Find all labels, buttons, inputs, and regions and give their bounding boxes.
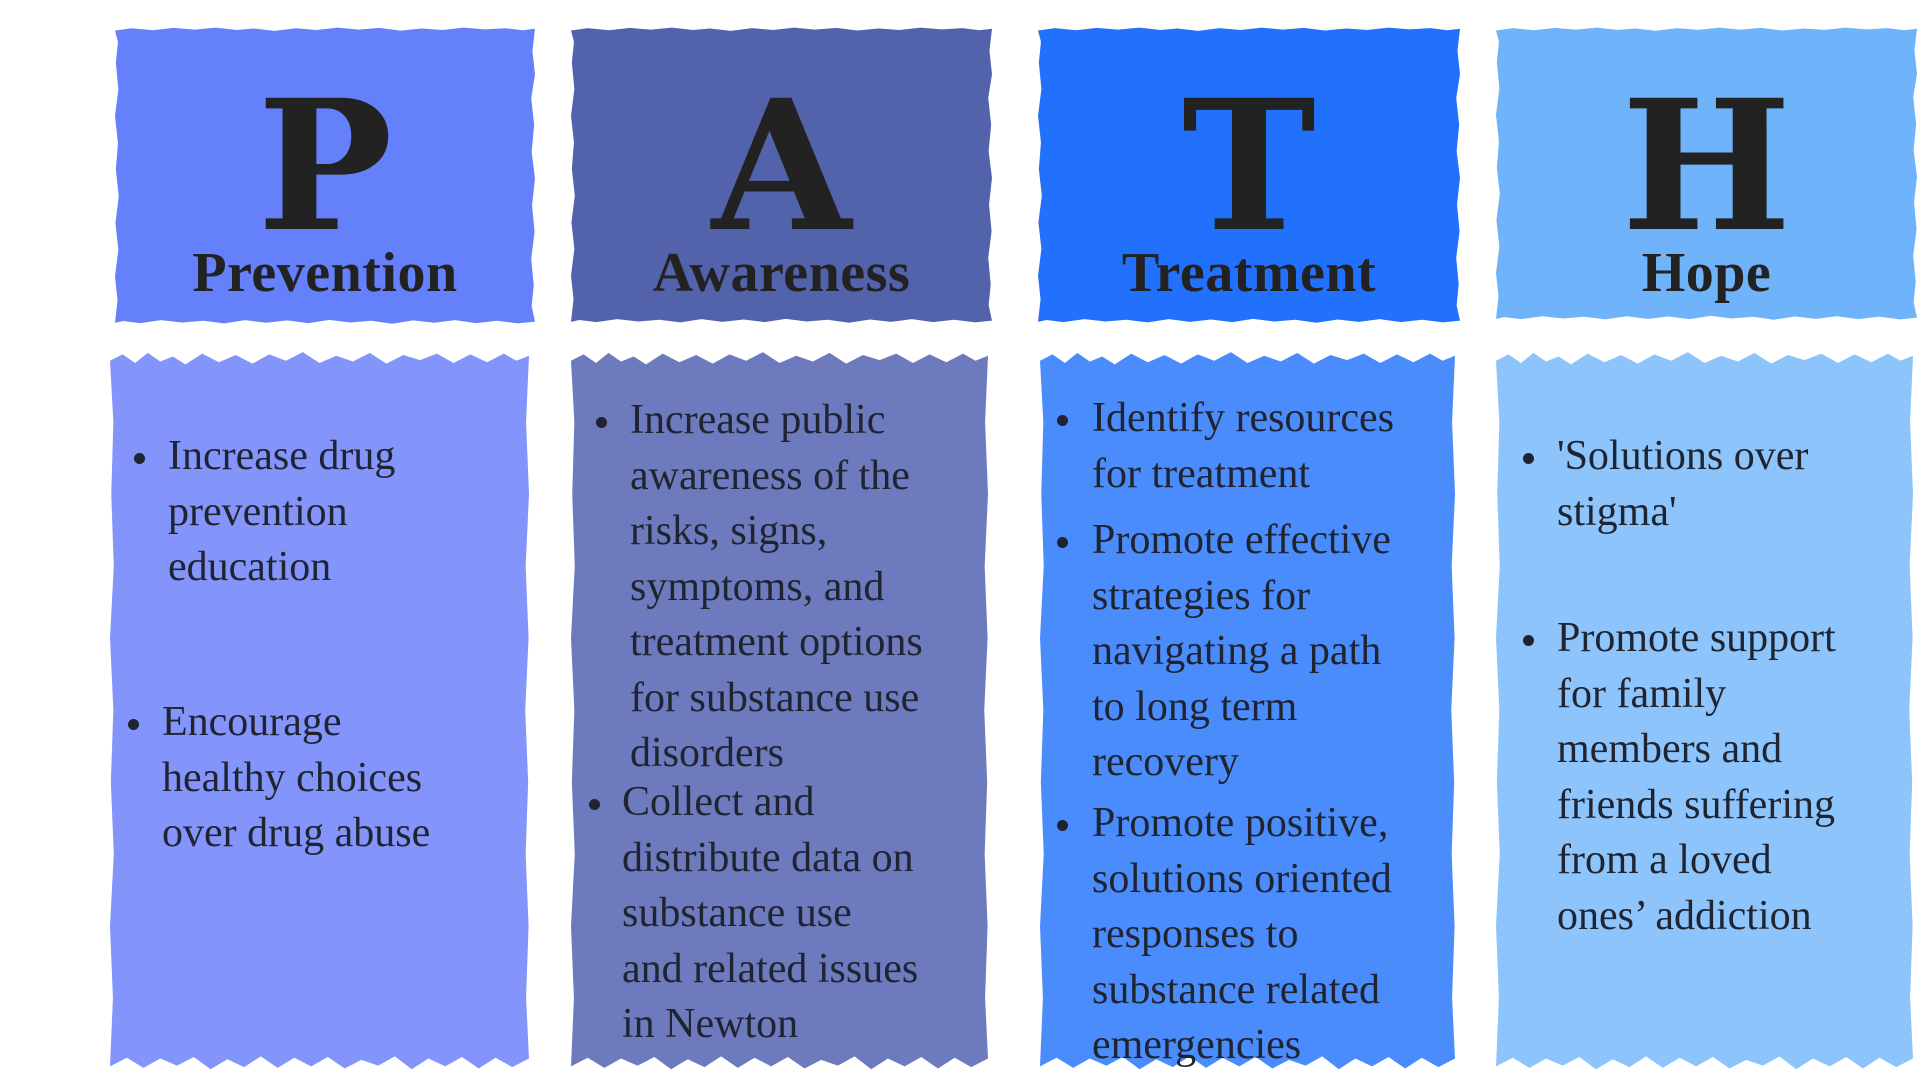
treatment-title: Treatment <box>1121 242 1377 304</box>
prevention-item: Increase drug prevention education <box>168 433 396 590</box>
awareness-title: Awareness <box>652 242 911 304</box>
treatment-body <box>1040 352 1455 1070</box>
bullet-icon <box>596 417 607 428</box>
hope-title: Hope <box>1641 242 1772 304</box>
treatment-letter: T <box>1182 61 1316 272</box>
treatment-item: Identify resources for treatment <box>1092 395 1395 497</box>
bullet-icon <box>128 719 139 730</box>
bullet-icon <box>1057 537 1068 548</box>
bullet-icon <box>1523 453 1534 464</box>
hope-header: H Hope <box>1496 27 1917 320</box>
awareness-letter: A <box>711 61 852 272</box>
hope-item: Promote support for family members and f… <box>1557 615 1836 939</box>
awareness-item: Collect and distribute data on substance… <box>622 779 919 1047</box>
treatment-header: T Treatment <box>1038 27 1460 323</box>
awareness-item: Increase public awareness of the risks, … <box>630 397 923 776</box>
prevention-title: Prevention <box>192 242 458 304</box>
bullet-icon <box>134 453 145 464</box>
treatment-item: Promote effective strategies for navigat… <box>1092 517 1391 785</box>
hope-letter: H <box>1621 61 1792 272</box>
bullet-icon <box>1523 635 1534 646</box>
prevention-letter: P <box>257 61 393 272</box>
bullet-icon <box>1057 820 1068 831</box>
awareness-body <box>571 352 988 1070</box>
bullet-icon <box>589 799 600 810</box>
prevention-body <box>110 352 529 1070</box>
treatment-item: Promote positive, solutions oriented res… <box>1092 800 1392 1068</box>
hope-item: 'Solutions over stigma' <box>1557 433 1809 535</box>
prevention-item: Encourage healthy choices over drug abus… <box>162 699 431 856</box>
awareness-header: A Awareness <box>571 27 992 323</box>
prevention-header: P Prevention <box>115 27 535 324</box>
bullet-icon <box>1057 415 1068 426</box>
hope-body <box>1496 352 1913 1070</box>
